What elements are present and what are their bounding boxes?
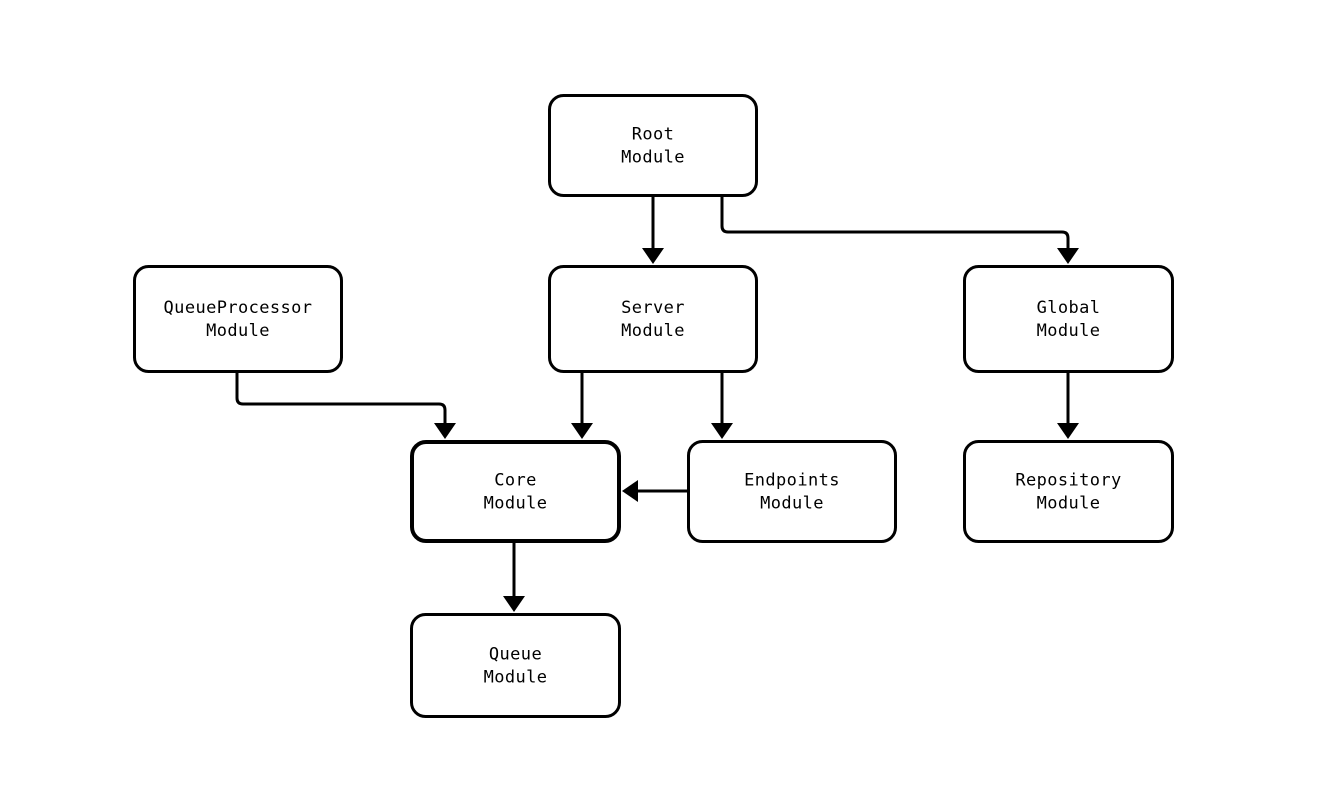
node-label-secondary: Module bbox=[206, 321, 270, 341]
edge-server-to-core bbox=[571, 373, 593, 439]
node-label-secondary: Module bbox=[1037, 321, 1101, 341]
arrow-head-icon bbox=[1057, 248, 1079, 264]
edge-root-to-global bbox=[720, 197, 1079, 264]
node-box[interactable] bbox=[963, 265, 1174, 373]
edge-queueprocessor-to-core bbox=[235, 373, 456, 439]
node-label-secondary: Module bbox=[621, 148, 685, 168]
arrow-head-icon bbox=[571, 423, 593, 439]
node-label-primary: Queue bbox=[489, 645, 542, 665]
node-box[interactable] bbox=[410, 440, 621, 543]
node-label-primary: Root bbox=[632, 125, 675, 145]
arrow-head-icon bbox=[1057, 423, 1079, 439]
node-label-secondary: Module bbox=[760, 494, 824, 514]
arrow-head-icon bbox=[503, 596, 525, 612]
node-label-primary: QueueProcessor bbox=[164, 298, 313, 318]
nodes-layer: RootModuleQueueProcessorModuleServerModu… bbox=[133, 94, 1174, 718]
edge-core-to-queue bbox=[503, 543, 525, 612]
edge-line bbox=[235, 373, 447, 425]
node-box[interactable] bbox=[548, 265, 758, 373]
node-box[interactable] bbox=[133, 265, 343, 373]
node-label-secondary: Module bbox=[484, 494, 548, 514]
arrow-head-icon bbox=[434, 423, 456, 439]
node-box[interactable] bbox=[548, 94, 758, 197]
node-label-primary: Server bbox=[621, 298, 685, 318]
node-label-primary: Repository bbox=[1015, 471, 1121, 491]
arrow-head-icon bbox=[622, 480, 638, 502]
edge-line bbox=[720, 197, 1070, 250]
node-label-secondary: Module bbox=[621, 321, 685, 341]
node-label-secondary: Module bbox=[484, 668, 548, 688]
arrow-head-icon bbox=[711, 423, 733, 439]
node-box[interactable] bbox=[410, 613, 621, 718]
node-box[interactable] bbox=[687, 440, 897, 543]
edge-global-to-repository bbox=[1057, 373, 1079, 439]
arrow-head-icon bbox=[642, 248, 664, 264]
node-label-secondary: Module bbox=[1037, 494, 1101, 514]
edge-root-to-server bbox=[642, 197, 664, 264]
edges-layer bbox=[235, 197, 1079, 612]
edge-server-to-endpoints bbox=[711, 373, 733, 439]
node-label-primary: Global bbox=[1037, 298, 1101, 318]
node-box[interactable] bbox=[963, 440, 1174, 543]
edge-endpoints-to-core bbox=[622, 480, 687, 502]
node-label-primary: Endpoints bbox=[744, 471, 840, 491]
node-label-primary: Core bbox=[494, 471, 537, 491]
